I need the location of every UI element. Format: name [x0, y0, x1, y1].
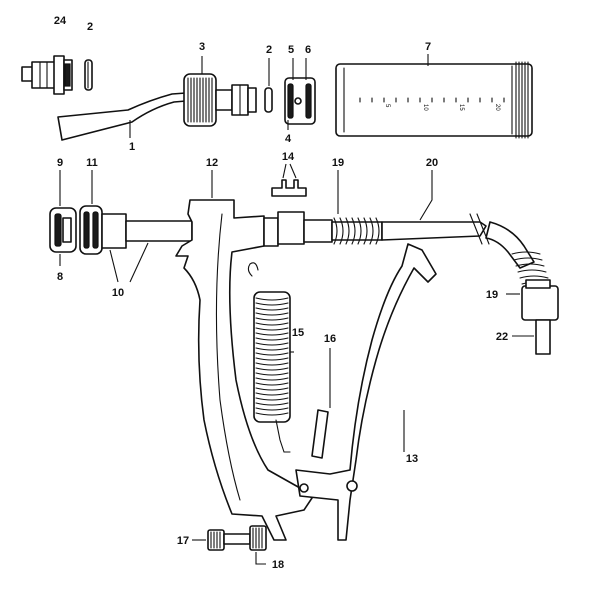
spring-coil: [255, 392, 289, 396]
spring-coil: [339, 217, 344, 245]
part-2-o-ring-left: [84, 59, 93, 91]
spring-coil: [357, 217, 362, 245]
spring-coil: [255, 382, 289, 386]
callout-24: 24: [54, 15, 67, 27]
part-24-end-fitting: [21, 55, 73, 95]
spring-coil: [255, 337, 289, 341]
spring-coil: [255, 297, 289, 301]
callout-14: 14: [282, 151, 295, 163]
part-5-6-piston: [284, 58, 316, 130]
spring-coil: [255, 302, 289, 306]
spring-coil: [255, 357, 289, 361]
part-22-nozzle: [512, 279, 559, 355]
callout-15: 15: [292, 327, 304, 339]
spring-coil: [517, 269, 547, 273]
callout-13: 13: [406, 453, 418, 465]
callout-11: 11: [86, 157, 98, 169]
callout-labels: 24 2 3 2 5 6 7 1 4 14 9 11 12 19 20 8 10…: [54, 15, 508, 571]
callout-3: 3: [199, 41, 205, 53]
spring-coil: [351, 217, 356, 245]
callout-6: 6: [305, 44, 311, 56]
spring-coil: [255, 327, 289, 331]
barrel-scale-labels: 5 10 15 20: [384, 104, 500, 111]
part-16-link-pin: [311, 348, 331, 459]
spring-coil: [255, 352, 289, 356]
callout-19-top: 19: [332, 157, 344, 169]
part-15-trigger-spring: [247, 262, 294, 453]
callout-20: 20: [426, 157, 438, 169]
spring-coil: [255, 387, 289, 391]
callout-1: 1: [129, 141, 135, 153]
spring-coil: [519, 275, 549, 279]
spring-coil: [255, 342, 289, 346]
spring-coil: [375, 217, 380, 245]
part-13-trigger-lever: [295, 243, 437, 541]
part-3-knurled-nut: [183, 56, 217, 127]
spring-coil: [333, 217, 338, 245]
part-11-seal: [79, 170, 103, 255]
spring-coil: [345, 217, 350, 245]
spring-coil: [255, 307, 289, 311]
scale-label-10: 10: [422, 104, 428, 111]
part-7-graduated-barrel: [335, 54, 533, 139]
callout-4: 4: [285, 133, 292, 145]
spring-coil: [255, 367, 289, 371]
spring-coil: [255, 362, 289, 366]
front-tube-assembly: [263, 170, 383, 247]
spring-coil: [255, 412, 289, 416]
spring-coil: [515, 263, 545, 267]
spring-coil: [255, 312, 289, 316]
callout-18: 18: [272, 559, 284, 571]
callout-17: 17: [177, 535, 189, 547]
callout-7: 7: [425, 41, 431, 53]
callout-2-left: 2: [87, 21, 93, 33]
part-14-clip: [271, 163, 307, 197]
callout-16: 16: [324, 333, 336, 345]
spring-coil: [255, 332, 289, 336]
part-12-handle-body: [175, 170, 313, 541]
spring-coil: [255, 372, 289, 376]
callout-2-middle: 2: [266, 44, 272, 56]
part-1-bent-tube: [57, 92, 187, 141]
part-10-piston-rod: [101, 213, 193, 283]
callout-8: 8: [57, 271, 63, 283]
scale-label-5: 5: [384, 104, 390, 108]
part-17-adjuster-screw: [192, 529, 251, 551]
spring-coil: [363, 217, 368, 245]
spring-coil: [255, 402, 289, 406]
stem-connector: [215, 84, 257, 116]
spring-coil: [513, 257, 543, 261]
callout-9: 9: [57, 157, 63, 169]
spring-coil: [255, 407, 289, 411]
scale-label-15: 15: [458, 104, 464, 111]
spring-coil: [255, 397, 289, 401]
part-18-lock-nut: [249, 525, 267, 565]
callout-12: 12: [206, 157, 218, 169]
part-2-o-ring-middle: [264, 58, 273, 113]
callout-10: 10: [112, 287, 124, 299]
spring-coil: [369, 217, 374, 245]
spring-coil: [255, 322, 289, 326]
callout-19-nozzle: 19: [486, 289, 498, 301]
callout-5: 5: [288, 44, 294, 56]
part-20-delivery-tube: [381, 170, 535, 269]
spring-coil: [511, 251, 541, 255]
spring-coil: [255, 377, 289, 381]
spring-coil: [255, 347, 289, 351]
part-9-rear-seal: [49, 170, 77, 266]
scale-label-20: 20: [494, 104, 500, 111]
spring-coil: [255, 317, 289, 321]
callout-22: 22: [496, 331, 508, 343]
